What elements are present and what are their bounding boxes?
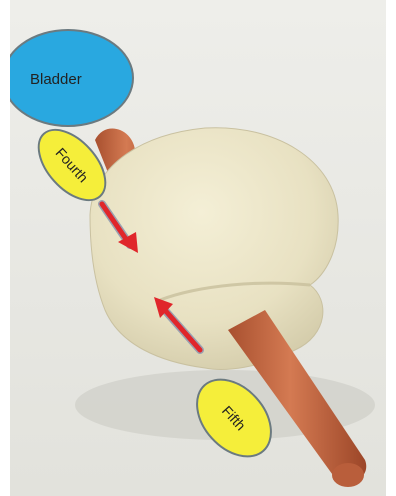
dough-body — [90, 128, 338, 370]
anatomy-model-photo: Bladder Fourth Fifth — [10, 0, 386, 496]
bladder-label: Bladder — [30, 71, 82, 88]
sausage-tip — [332, 463, 364, 487]
